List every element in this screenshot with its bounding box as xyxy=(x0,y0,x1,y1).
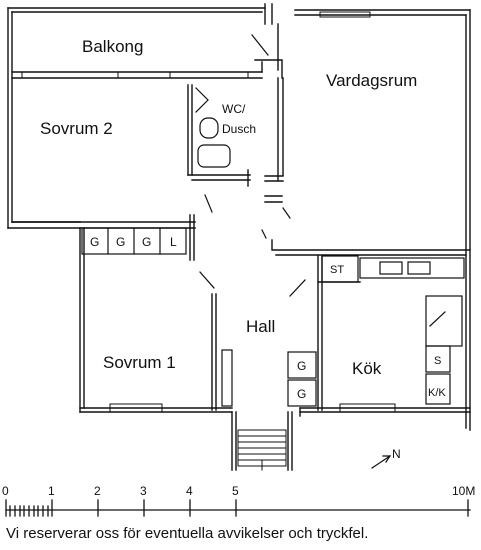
windows xyxy=(21,11,396,413)
scale-label-3: 3 xyxy=(140,484,147,498)
room-hall: Hall xyxy=(246,317,275,336)
wardrobe-label-3: G xyxy=(142,235,151,249)
room-sovrum2: Sovrum 2 xyxy=(40,119,113,138)
room-kok: Kök xyxy=(352,359,382,378)
scale-label-4: 4 xyxy=(186,484,193,498)
kitchen-units xyxy=(287,255,465,407)
scale-label-2: 2 xyxy=(94,484,101,498)
entrance-stair xyxy=(237,429,287,471)
doors xyxy=(199,34,306,297)
wardrobe-label-1: G xyxy=(90,235,99,249)
balcony-wall xyxy=(11,23,283,79)
disclaimer-text: Vi reserverar oss för eventuella avvikel… xyxy=(6,525,368,542)
storage-s-label: S xyxy=(434,355,441,367)
scale-bar xyxy=(5,499,471,517)
storage-st-label: ST xyxy=(330,264,344,276)
kitchen-cabinet-label-1: G xyxy=(297,359,306,373)
wardrobe-row xyxy=(81,227,187,255)
room-sovrum1: Sovrum 1 xyxy=(103,353,176,372)
wardrobe-label-2: G xyxy=(116,235,125,249)
room-wc-line1: WC/ xyxy=(222,102,246,116)
wardrobe-label-4: L xyxy=(170,235,177,249)
fridge-freezer-label: K/K xyxy=(428,387,446,399)
room-balkong: Balkong xyxy=(82,37,143,56)
sovrum1-closet xyxy=(221,349,233,407)
kitchen-cabinet-label-2: G xyxy=(297,387,306,401)
scale-label-10m: 10M xyxy=(452,484,475,498)
room-wc-line2: Dusch xyxy=(222,122,256,136)
scale-label-0: 0 xyxy=(2,484,9,498)
room-vardagsrum: Vardagsrum xyxy=(326,71,417,90)
scale-label-5: 5 xyxy=(232,484,239,498)
wc-fixtures xyxy=(195,87,231,168)
north-arrow-icon xyxy=(371,455,392,469)
compass-north-label: N xyxy=(392,447,401,461)
scale-label-1: 1 xyxy=(48,484,55,498)
outer-walls xyxy=(7,3,471,431)
